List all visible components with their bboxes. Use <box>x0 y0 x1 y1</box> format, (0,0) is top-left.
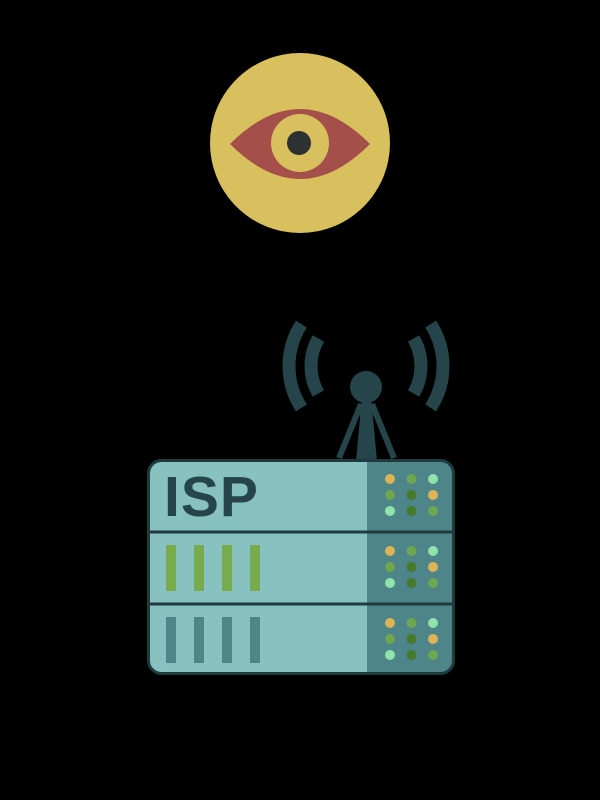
eye-pupil <box>287 131 311 155</box>
server-led <box>406 546 417 556</box>
server-led-grid <box>385 474 438 660</box>
server-led <box>406 618 417 628</box>
wifi-arc-left-outer <box>282 320 307 412</box>
server-outline <box>147 459 455 675</box>
server-led <box>428 650 438 660</box>
server-vent-bars <box>166 545 260 663</box>
server-led <box>406 634 417 644</box>
server-led <box>385 562 395 572</box>
server-led <box>385 474 395 484</box>
antenna-ball <box>350 371 382 403</box>
server-led <box>406 490 417 500</box>
antenna-icon <box>336 371 397 461</box>
server-led <box>385 634 395 644</box>
server-led <box>385 578 395 588</box>
server-led <box>428 562 438 572</box>
server-vent-bar <box>166 617 176 663</box>
server-led <box>428 490 438 500</box>
server-led <box>428 634 438 644</box>
server-led <box>428 546 438 556</box>
server-led <box>385 490 395 500</box>
server-led <box>428 506 438 516</box>
server-led <box>385 506 395 516</box>
wifi-signal-icon <box>282 320 450 412</box>
antenna-left-leg <box>336 402 364 460</box>
wifi-arc-right-inner <box>407 335 428 397</box>
server-led <box>428 578 438 588</box>
server-led <box>406 562 417 572</box>
server-vent-bar <box>194 545 204 591</box>
wifi-arc-right-outer <box>425 320 450 412</box>
surveillance-eye-icon <box>210 53 390 233</box>
antenna-right-leg <box>369 402 397 460</box>
server-vent-bar <box>222 545 232 591</box>
antenna-mast <box>356 396 377 461</box>
server-led <box>406 578 417 588</box>
server-led <box>385 618 395 628</box>
server-vent-bar <box>166 545 176 591</box>
server-vent-bar <box>250 617 260 663</box>
server-led <box>406 474 417 484</box>
server-vent-bar <box>194 617 204 663</box>
server-led <box>428 474 438 484</box>
server-led <box>406 506 417 516</box>
server-led <box>406 650 417 660</box>
server-led <box>385 546 395 556</box>
server-led <box>385 650 395 660</box>
isp-server-icon: ISP <box>147 459 455 675</box>
wifi-arc-left-inner <box>304 335 325 397</box>
server-led <box>428 618 438 628</box>
server-vent-bar <box>250 545 260 591</box>
server-label: ISP <box>164 465 259 529</box>
server-vent-bar <box>222 617 232 663</box>
